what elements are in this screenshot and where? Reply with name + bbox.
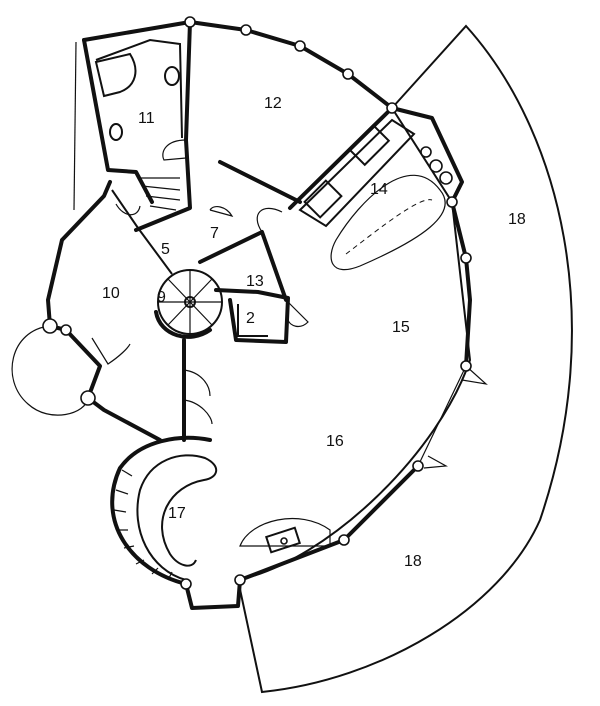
bay-circle [11,325,89,416]
west-wall [46,180,162,442]
room-label-18-south: 18 [404,553,422,570]
stair-5 [140,177,181,211]
glazing-marker [461,365,488,385]
room-label-11: 11 [138,110,155,127]
room17-inner [136,454,218,581]
column [446,196,458,208]
door-7 [209,206,234,217]
room-label-5: 5 [161,241,170,258]
room-label-17: 17 [168,505,186,522]
spiral-stair-treads [158,270,222,334]
wall-2 [237,304,268,337]
door-2 [287,301,309,328]
column [60,324,72,336]
room-label-13: 13 [246,273,264,290]
wall-11-12 [184,20,192,142]
fixture [439,171,453,185]
door-13 [256,207,283,233]
door-12 [162,139,187,161]
south-fixture-dot [280,537,288,545]
column [460,252,472,264]
glazing-east [417,365,467,467]
door-hall [183,369,213,425]
column [338,534,350,546]
column [42,318,58,334]
bay-door [91,337,131,365]
column [234,574,246,586]
bathtub [94,52,137,98]
room-label-18-north: 18 [508,211,526,228]
island [330,174,446,271]
toilet-2 [109,123,123,141]
island-dash [345,199,433,255]
room17-hatch [113,469,173,581]
south-wall [184,578,242,610]
stove [347,123,391,167]
sink [303,179,343,219]
south-fixture [265,526,301,554]
column [80,390,96,406]
room17-wall [110,435,212,586]
room-label-2: 2 [246,310,255,327]
glazing-marker [423,455,448,469]
terrace-outline [236,24,573,694]
wall-diagonal-12 [218,160,302,204]
column [240,24,252,36]
wall-11-south [95,38,183,139]
column [386,102,398,114]
room-label-16: 16 [326,433,344,450]
room-label-9: 9 [157,289,166,306]
wall-11-west [82,38,154,204]
wall-5-7 [134,138,192,232]
column [294,40,306,52]
room-label-15: 15 [392,319,410,336]
wall-kitchen [288,106,394,210]
wall-10-5 [111,189,173,275]
fixture [429,159,443,173]
column [342,68,354,80]
column [184,16,196,28]
column [180,578,192,590]
wall-13 [214,288,290,344]
column [460,360,472,372]
door-south [239,517,331,547]
toilet [164,66,180,86]
spiral-stair-rail [154,310,212,339]
door-wc [115,203,141,216]
room-label-14: 14 [370,181,388,198]
exterior-wall-thin-top [73,41,77,211]
exterior-wall-top [82,20,394,110]
room-label-10: 10 [102,285,120,302]
room-label-12: 12 [264,95,282,112]
counter [298,118,416,228]
room-label-7: 7 [210,225,219,242]
column [412,460,424,472]
fixture [420,146,432,158]
